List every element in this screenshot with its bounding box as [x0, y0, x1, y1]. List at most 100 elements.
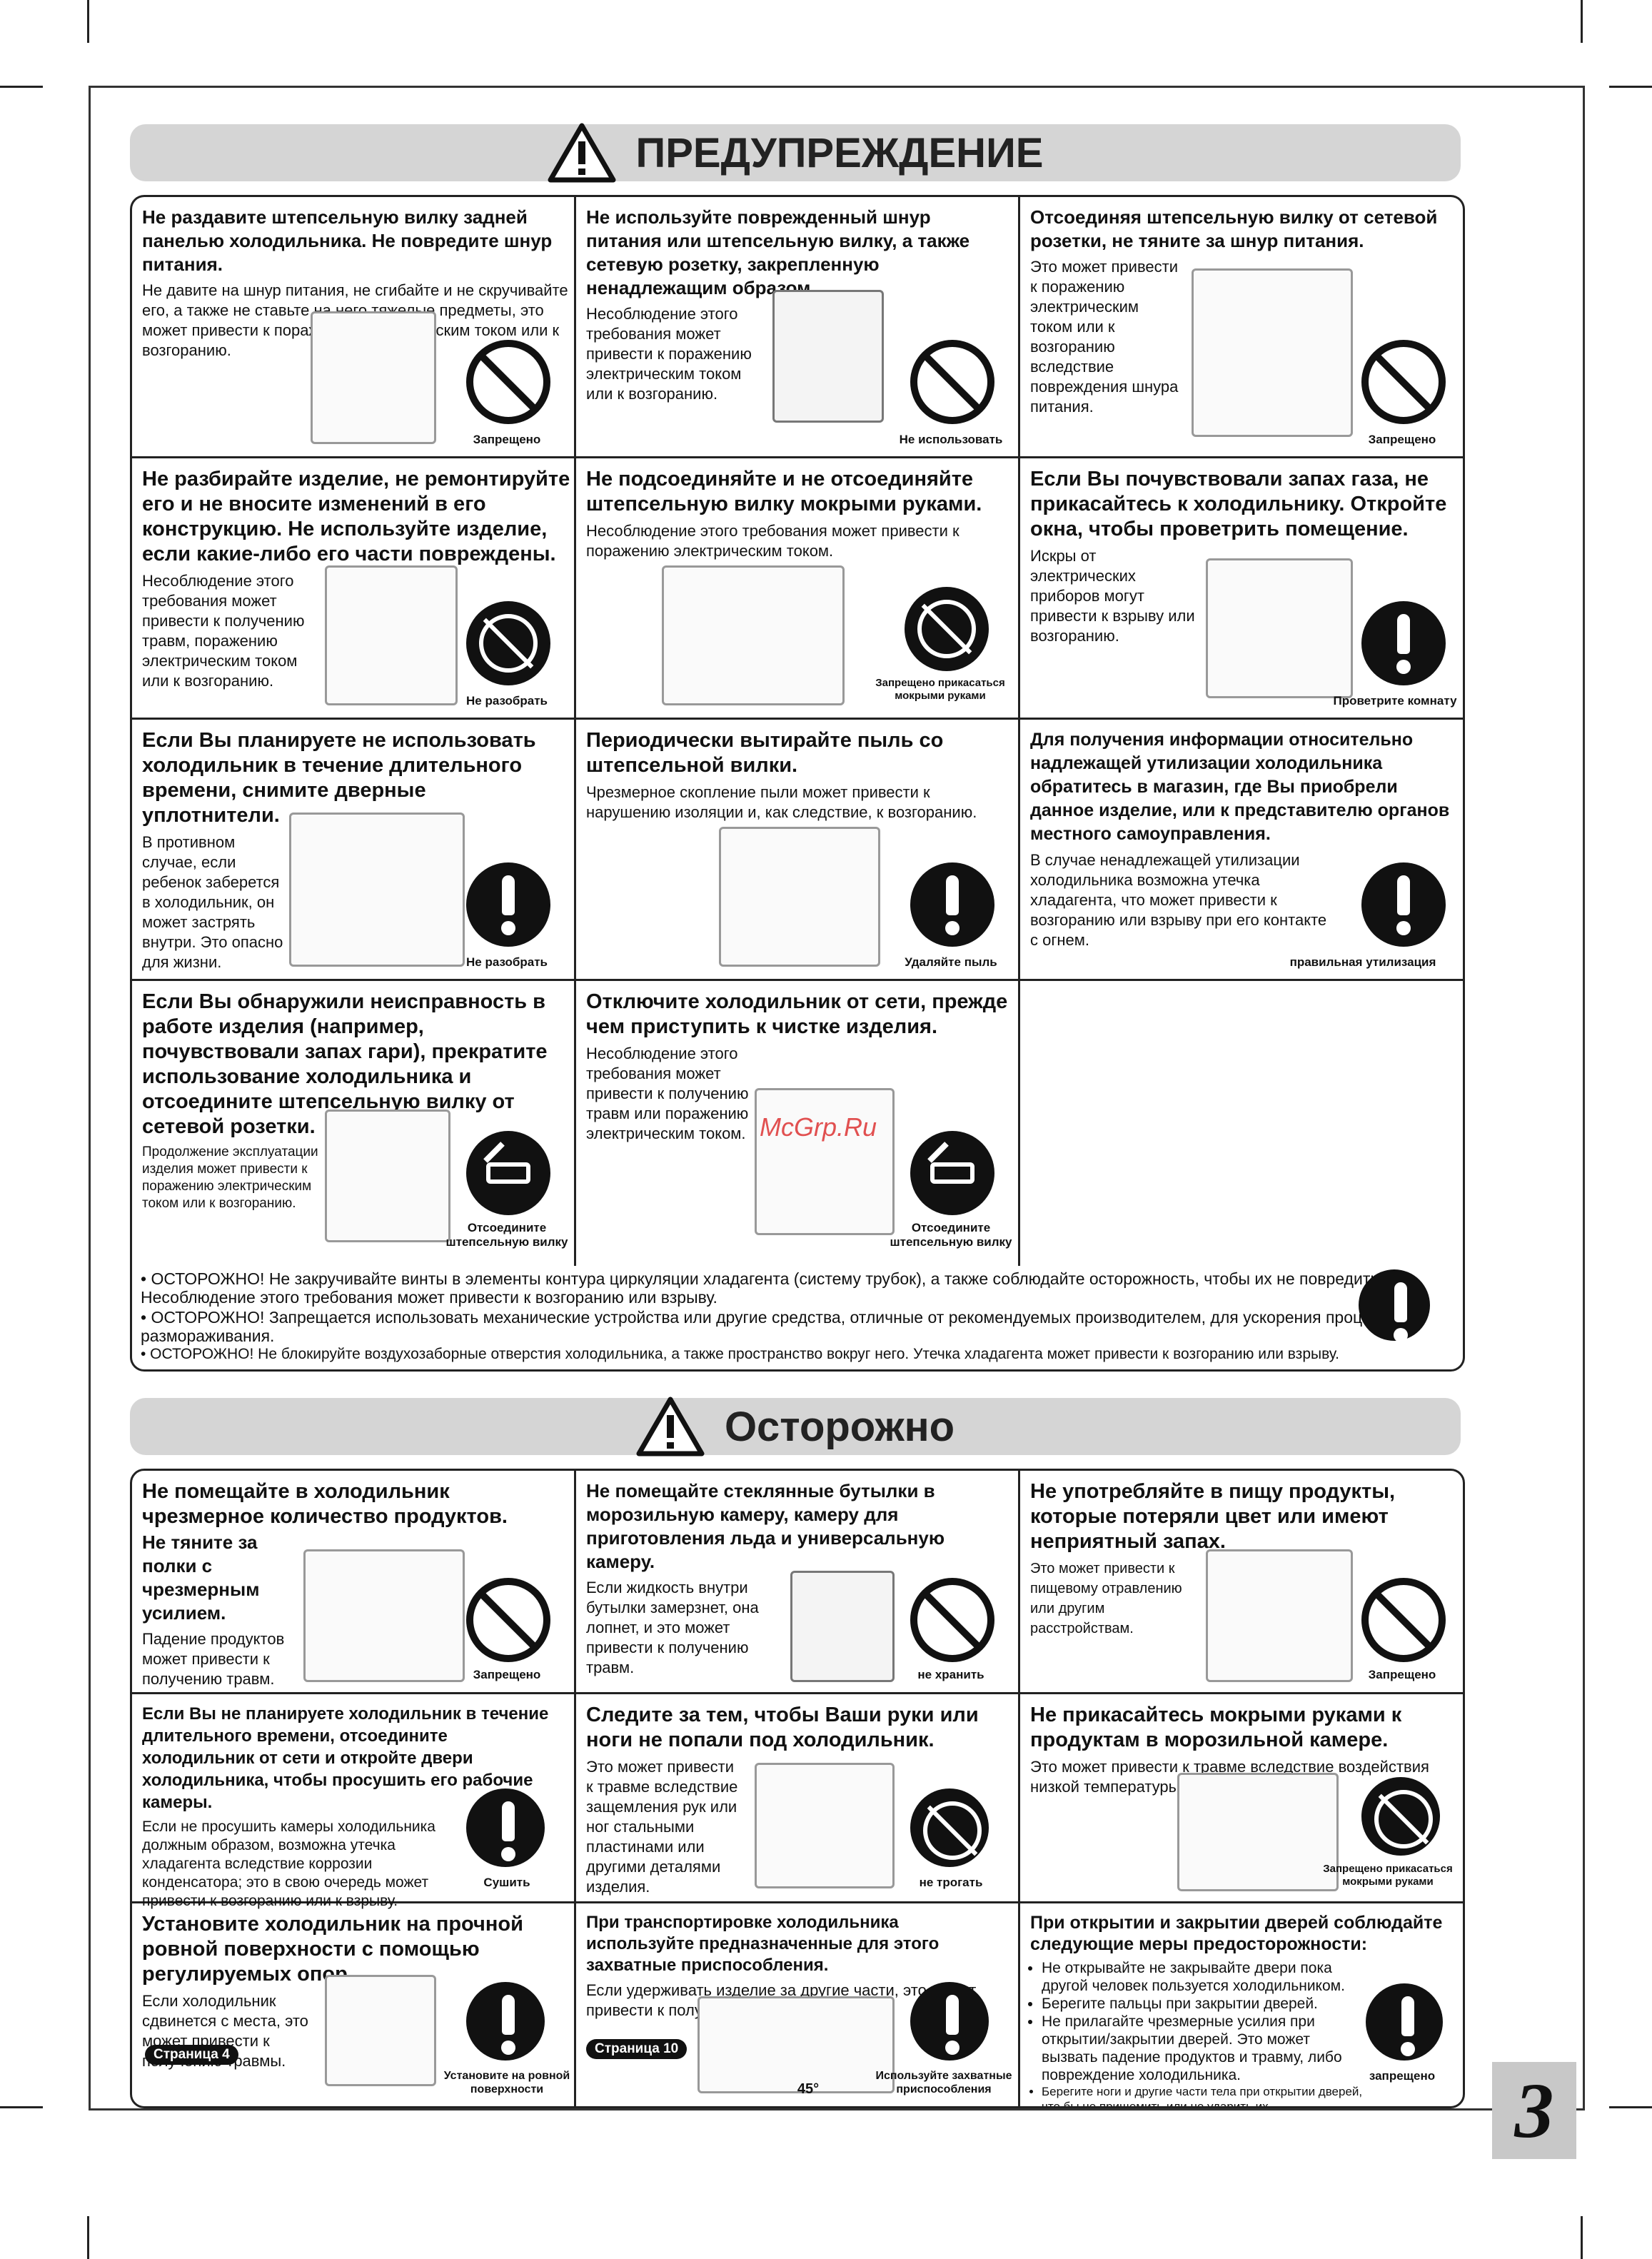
- warning-banner-title: ПРЕДУПРЕЖДЕНИЕ: [635, 129, 1044, 176]
- warning-triangle-icon: [548, 123, 616, 183]
- warning-triangle-icon: [636, 1397, 705, 1456]
- warning-title: Отсоединяя штепсельную вилку от сетевой …: [1030, 206, 1438, 251]
- caution-subtitle: Не тяните за полки с чрезмерным усилием.: [142, 1531, 260, 1624]
- cleaning-illustration: [755, 1088, 895, 1235]
- page-number: 3: [1492, 2062, 1576, 2159]
- warning-body: Несоблюдение этого требования может прив…: [142, 572, 305, 690]
- warning-cell: Не используйте поврежденный шнур питания…: [576, 197, 1020, 456]
- warning-row: Если Вы обнаружили неисправность в работ…: [132, 981, 1463, 1266]
- page-reference-badge[interactable]: Страница 4: [145, 2045, 238, 2065]
- repair-illustration: [325, 565, 458, 705]
- warning-title: Если Вы обнаружили неисправность в работ…: [142, 990, 548, 1138]
- warning-row: Если Вы планируете не использовать холод…: [132, 720, 1463, 981]
- caution-body: Падение продуктов может привести к получ…: [142, 1630, 285, 1688]
- prohibited-icon: [1361, 1578, 1446, 1662]
- unplug-illustration: [325, 1110, 450, 1242]
- caution-row: Если Вы не планируете холодильник в тече…: [132, 1694, 1463, 1909]
- angle-label: 45°: [797, 2081, 820, 2097]
- caution-row: Не помещайте в холодильник чрезмерное ко…: [132, 1471, 1463, 1694]
- warning-title: Не разбирайте изделие, не ремонтируйте е…: [142, 468, 570, 565]
- warning-body: В случае ненадлежащей утилизации холодил…: [1030, 851, 1327, 949]
- gas-stove-illustration: [1206, 558, 1353, 698]
- freezer-bottle-illustration: [790, 1571, 895, 1682]
- child-fridge-illustration: [289, 812, 465, 967]
- crop-mark: [0, 86, 43, 88]
- note-item: • ОСТОРОЖНО! Не блокируйте воздухозаборн…: [141, 1346, 1340, 1362]
- warning-title: Если Вы планируете не использовать холод…: [142, 729, 536, 827]
- empty-cell: [1020, 981, 1463, 1266]
- warning-title: Не используйте поврежденный шнур питания…: [586, 206, 970, 298]
- exclamation-icon: [466, 862, 550, 947]
- crop-mark: [87, 2216, 89, 2259]
- spoiled-food-illustration: [1206, 1549, 1353, 1682]
- caution-banner-title: Осторожно: [724, 1403, 955, 1450]
- warning-cell: Не разбирайте изделие, не ремонтируйте е…: [132, 458, 576, 718]
- exclamation-icon: [1361, 862, 1446, 947]
- warning-body: В противном случае, если ребенок заберет…: [142, 833, 283, 971]
- socket-illustration: [772, 290, 884, 423]
- warning-body: Несоблюдение этого требования может прив…: [586, 1045, 749, 1142]
- warning-title: Периодически вытирайте пыль со штепсельн…: [586, 729, 944, 777]
- warning-cell: Периодически вытирайте пыль со штепсельн…: [576, 720, 1020, 979]
- caution-cell: Если Вы не планируете холодильник в тече…: [132, 1694, 576, 1909]
- warning-body: Несоблюдение этого требования может прив…: [586, 522, 960, 560]
- crop-mark: [87, 0, 89, 43]
- do-not-touch-icon: [910, 1788, 989, 1867]
- symbol-label: Не использовать: [899, 433, 1003, 446]
- symbol-label: Сушить: [483, 1876, 530, 1889]
- symbol-label: Не разобрать: [465, 694, 548, 708]
- exclamation-icon: [910, 862, 994, 947]
- exclamation-icon: [1361, 601, 1446, 685]
- warning-cell: Если Вы почувствовали запах газа, не при…: [1020, 458, 1463, 718]
- no-disassemble-icon: [466, 601, 550, 685]
- prohibited-icon: [910, 1578, 994, 1662]
- symbol-label: правильная утилизация: [1289, 955, 1436, 969]
- symbol-label: Используйте захватные приспособления: [875, 2070, 1012, 2096]
- warning-banner: ПРЕДУПРЕЖДЕНИЕ: [130, 123, 1461, 183]
- warning-body: Искры от электрических приборов могут пр…: [1030, 547, 1195, 645]
- symbol-label: запрещено: [1369, 2069, 1436, 2083]
- caution-cell: Не помещайте стеклянные бутылки в морози…: [576, 1471, 1020, 1692]
- warning-body: Чрезмерное скопление пыли может привести…: [586, 783, 977, 821]
- prohibited-icon: [910, 340, 994, 424]
- warning-cell: Если Вы обнаружили неисправность в работ…: [132, 981, 576, 1266]
- unplug-icon: [910, 1131, 994, 1215]
- caution-cell: Установите холодильник на прочной ровной…: [132, 1903, 576, 2106]
- caution-title: Если Вы не планируете холодильник в тече…: [142, 1704, 549, 1812]
- list-item: Не прилагайте чрезмерные усилия при откр…: [1042, 2013, 1370, 2084]
- symbol-label: Отсоедините штепсельную вилку: [890, 1221, 1012, 1249]
- caution-body: Если не просушить камеры холодильника до…: [142, 1818, 435, 1909]
- symbol-label: Проветрите комнату: [1333, 694, 1457, 708]
- caution-cell: При открытии и закрытии дверей соблюдайт…: [1020, 1903, 1463, 2106]
- warning-row: Не раздавите штепсельную вилку задней па…: [132, 197, 1463, 458]
- warning-body: Это может привести к поражению электриче…: [1030, 258, 1179, 416]
- wipe-plug-illustration: [719, 827, 880, 967]
- caution-cell: Не помещайте в холодильник чрезмерное ко…: [132, 1471, 576, 1692]
- caution-title: Не употребляйте в пищу продукты, которые…: [1030, 1480, 1396, 1553]
- symbol-label: Запрещено: [1368, 433, 1436, 446]
- symbol-label: Отсоедините штепсельную вилку: [445, 1221, 568, 1249]
- wet-hand-prohibited-icon: [905, 587, 989, 671]
- caution-cell: Следите за тем, чтобы Ваши руки или ноги…: [576, 1694, 1020, 1901]
- warning-cell: Для получения информации относительно на…: [1020, 720, 1463, 979]
- warning-title: Отключите холодильник от сети, прежде че…: [586, 990, 1008, 1038]
- prohibited-icon: [466, 1578, 550, 1662]
- level-fridge-illustration: [325, 1975, 436, 2086]
- freezer-hands-illustration: [1177, 1773, 1339, 1891]
- warning-body: Продолжение эксплуатации изделия может п…: [142, 1144, 318, 1211]
- warning-title: Не раздавите штепсельную вилку задней па…: [142, 206, 553, 275]
- caution-grid: Не помещайте в холодильник чрезмерное ко…: [130, 1469, 1465, 2108]
- warning-body: Несоблюдение этого требования может прив…: [586, 305, 752, 403]
- fridge-unplug-illustration: [1192, 268, 1353, 437]
- caution-title: Не прикасайтесь мокрыми руками к продукт…: [1030, 1704, 1402, 1751]
- symbol-label: Запрещено: [1368, 1668, 1436, 1681]
- note-item: • ОСТОРОЖНО! Запрещается использовать ме…: [141, 1308, 1397, 1345]
- page-reference-badge[interactable]: Страница 10: [586, 2039, 688, 2059]
- note-item: • ОСТОРОЖНО! Не закручивайте винты в эле…: [141, 1269, 1384, 1307]
- caution-title: Не помещайте в холодильник чрезмерное ко…: [142, 1480, 508, 1528]
- symbol-label: Запрещено: [473, 1668, 541, 1681]
- list-item: Не открывайте не закрывайте двери пока д…: [1042, 1959, 1370, 1995]
- caution-cell: При транспортировке холодильника использ…: [576, 1903, 1020, 2106]
- caution-notes: • ОСТОРОЖНО! Не закручивайте винты в эле…: [130, 1264, 1465, 1372]
- warning-cell: Не раздавите штепсельную вилку задней па…: [132, 197, 576, 456]
